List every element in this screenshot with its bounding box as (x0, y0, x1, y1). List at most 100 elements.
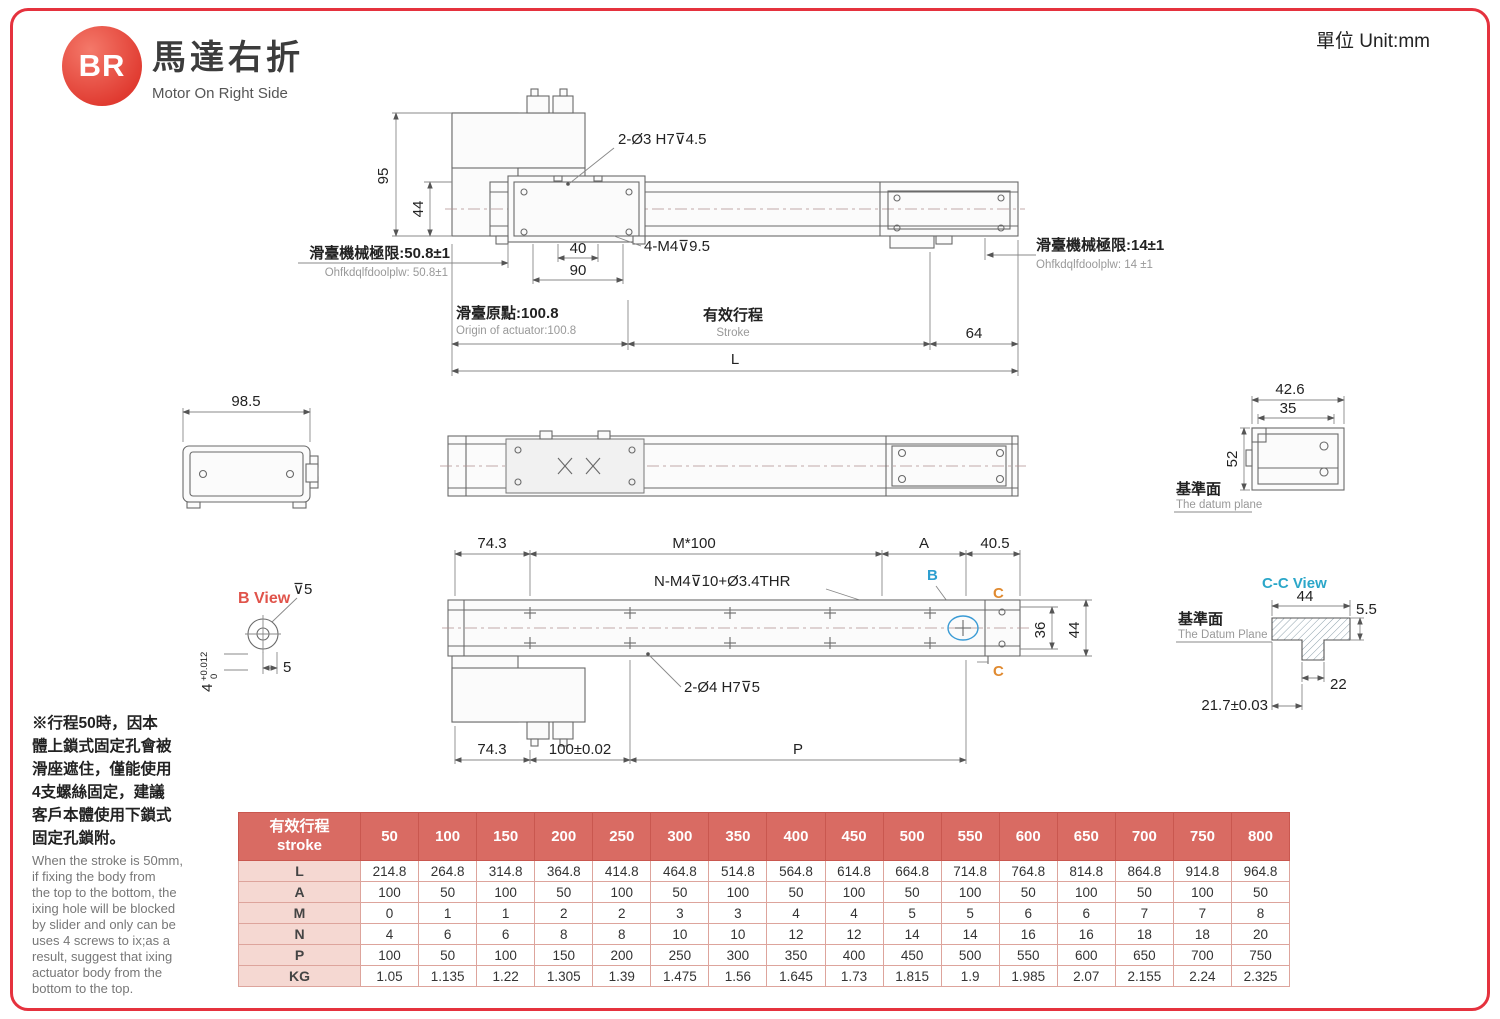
row-label: P (238, 944, 361, 966)
spec-cell: 1.815 (882, 965, 942, 987)
spec-cell: 100 (824, 881, 884, 903)
note-block: ※行程50時，因本 體上鎖式固定孔會被 滑座遮住，僅能使用 4支螺絲固定，建議 … (32, 712, 232, 997)
spec-cell: 414.8 (592, 860, 652, 882)
stroke-zh: 有效行程 (703, 306, 763, 324)
stroke-en: Stroke (716, 327, 749, 339)
spec-cell: 214.8 (359, 860, 420, 882)
spec-cell: 700 (1172, 944, 1232, 966)
spec-cell: 400 (824, 944, 884, 966)
spec-cell: 500 (940, 944, 1000, 966)
spec-cell: 1.05 (359, 965, 420, 987)
spec-cell: 50 (534, 881, 594, 903)
bottom-plan-view: 74.3 M*100 A 40.5 N-M4⊽10+Ø3.4THR B C C (442, 535, 1092, 764)
spec-cell: 1 (476, 902, 536, 924)
stroke-value-header: 300 (650, 812, 710, 861)
spec-cell: 50 (1114, 881, 1174, 903)
spec-cell: 50 (882, 881, 942, 903)
spec-cell: 16 (998, 923, 1058, 945)
spec-cell: 1.135 (418, 965, 478, 987)
spec-cell: 50 (418, 881, 478, 903)
stroke-value-header: 700 (1114, 812, 1174, 861)
screw-hole-marks (524, 607, 971, 649)
spec-cell: 100 (708, 881, 768, 903)
spec-cell: 600 (1056, 944, 1116, 966)
brand-logo-text: BR (78, 48, 126, 83)
stroke-value-header: 150 (476, 812, 536, 861)
section-c-top-label: C (993, 585, 1004, 602)
stroke-value-header: 50 (359, 812, 420, 861)
row-label: A (238, 881, 361, 903)
limit-right-zh: 滑臺機械極限:14±1 (1036, 236, 1164, 254)
spec-cell: 364.8 (534, 860, 594, 882)
brand-logo: BR (62, 26, 142, 106)
spec-cell: 16 (1056, 923, 1116, 945)
stroke-value-header: 450 (824, 812, 884, 861)
dim-95: 95 (375, 168, 392, 185)
end-view-right: 42.6 35 52 基準面 The datum plane (1174, 381, 1345, 513)
screw-note-4M4: 4-M4⊽9.5 (644, 238, 710, 255)
page-subtitle: Motor On Right Side (152, 85, 288, 102)
spec-cell: 50 (998, 881, 1058, 903)
spec-cell: 1.56 (708, 965, 768, 987)
spec-cell: 6 (998, 902, 1058, 924)
spec-cell: 100 (476, 881, 536, 903)
unit-label: 單位 Unit:mm (1315, 31, 1430, 52)
spec-cell: 10 (708, 923, 768, 945)
stroke-value-header: 200 (534, 812, 594, 861)
cc-section-profile (1271, 617, 1351, 661)
spec-cell: 100 (1172, 881, 1232, 903)
spec-cell: 814.8 (1056, 860, 1116, 882)
spec-cell: 100 (359, 944, 420, 966)
stroke-value-header: 550 (940, 812, 1000, 861)
cc-view-title: C-C View (1262, 575, 1327, 592)
spec-cell: 564.8 (766, 860, 826, 882)
dim-35: 35 (1280, 400, 1297, 417)
spec-cell: 50 (650, 881, 710, 903)
b-view-dim-5: 5 (283, 659, 291, 676)
spec-cell: 1.39 (592, 965, 652, 987)
spec-cell: 6 (1056, 902, 1116, 924)
limit-right-en: Ohfkdqlfdoolplw: 14 ±1 (1036, 259, 1153, 271)
top-view: 95 44 2-Ø3 H7⊽4.5 4-M4⊽9.5 40 90 滑臺機械極限:… (298, 88, 1164, 376)
cc-dim-22: 22 (1330, 676, 1347, 693)
spec-cell: 2.07 (1056, 965, 1116, 987)
b-view-title: B View (238, 590, 291, 607)
dim-52: 52 (1224, 451, 1241, 468)
spec-cell: 514.8 (708, 860, 768, 882)
stroke-value-header: 750 (1172, 812, 1232, 861)
stroke-value-header: 400 (766, 812, 826, 861)
spec-cell: 300 (708, 944, 768, 966)
spec-cell: 12 (824, 923, 884, 945)
spec-cell: 2 (534, 902, 594, 924)
cc-dim-5-5: 5.5 (1356, 601, 1377, 618)
spec-cell: 100 (359, 881, 420, 903)
spec-cell: 2.155 (1114, 965, 1174, 987)
spec-cell: 100 (1056, 881, 1116, 903)
spec-cell: 18 (1114, 923, 1174, 945)
stroke-value-header: 350 (708, 812, 768, 861)
hole-note-nm4: N-M4⊽10+Ø3.4THR (654, 573, 791, 590)
stroke-value-header: 650 (1056, 812, 1116, 861)
spec-cell: 100 (592, 881, 652, 903)
row-label: N (238, 923, 361, 945)
spec-cell: 1.645 (766, 965, 826, 987)
row-label: M (238, 902, 361, 924)
dim-90: 90 (570, 262, 587, 279)
spec-cell: 18 (1172, 923, 1232, 945)
spec-cell: 150 (534, 944, 594, 966)
spec-cell: 7 (1114, 902, 1174, 924)
spec-cell: 1.305 (534, 965, 594, 987)
note-chinese: ※行程50時，因本 體上鎖式固定孔會被 滑座遮住，僅能使用 4支螺絲固定，建議 … (32, 715, 172, 847)
b-view-tolerance: 4 +0.012 0 (199, 652, 220, 692)
spec-cell: 3 (708, 902, 768, 924)
origin-zh: 滑臺原點:100.8 (456, 304, 559, 322)
spec-cell: 650 (1114, 944, 1174, 966)
